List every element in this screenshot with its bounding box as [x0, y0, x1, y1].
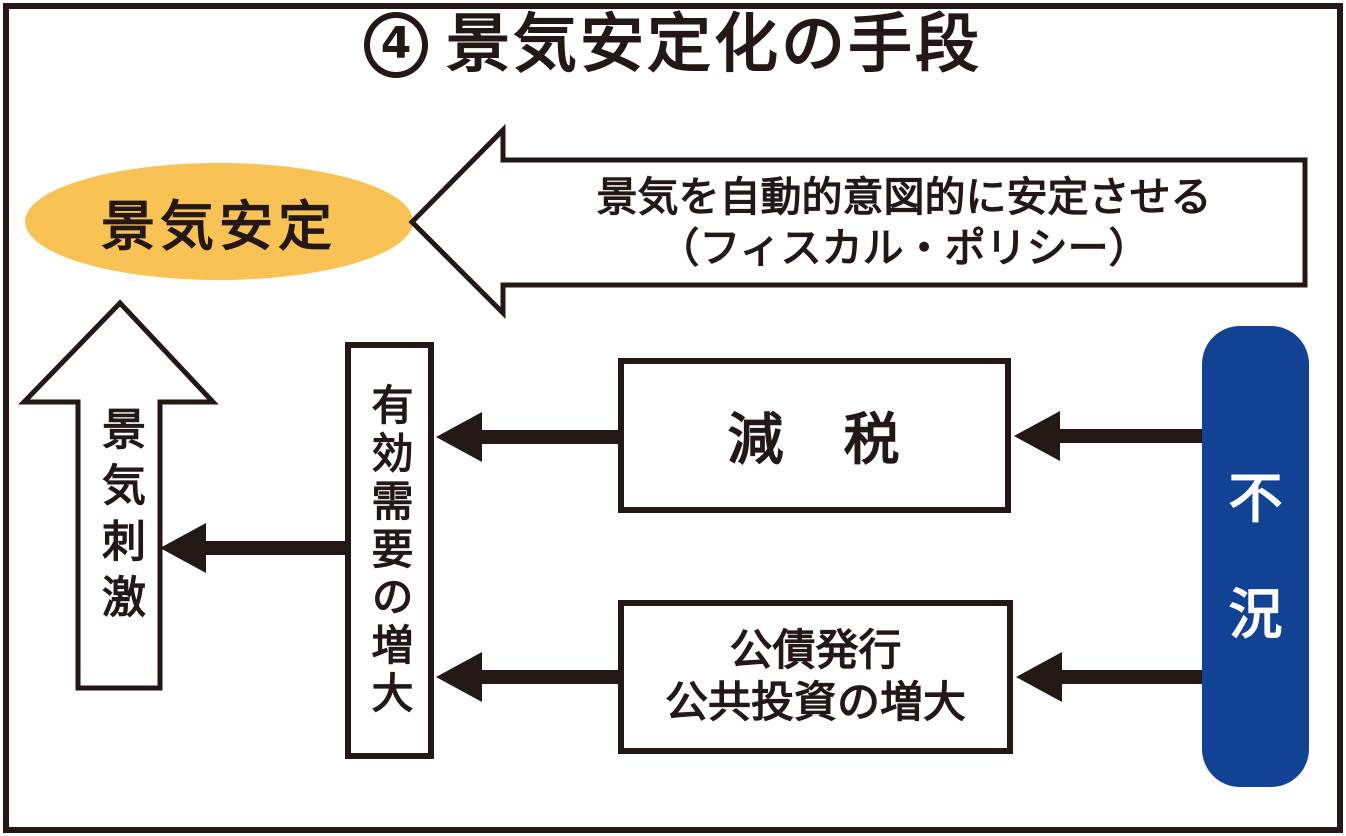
node-public-bonds-line2: 公共投資の増大 [665, 678, 966, 728]
arrow-bonds-to-demand [436, 652, 618, 702]
arrow-demand-to-stimulus [160, 523, 345, 573]
circled-number-icon: 4 [364, 12, 428, 78]
node-public-bonds: 公債発行 公共投資の増大 [618, 600, 1013, 754]
node-tax-cut: 減 税 [618, 358, 1011, 513]
arrow-recession-to-bonds [1016, 652, 1202, 702]
title-number: 4 [380, 18, 412, 69]
arrow-taxcut-to-demand [436, 412, 618, 462]
node-stimulus-label: 景気刺激 [94, 406, 145, 630]
node-tax-cut-label: 減 税 [727, 408, 902, 473]
stimulus-up-arrow-shape [18, 299, 219, 691]
node-stimulus: 景気刺激 [78, 402, 160, 688]
node-recession: 不 況 [1202, 326, 1309, 787]
page-title: 4 景気安定化の手段 [0, 12, 1346, 78]
arrow-recession-to-taxcut [1014, 411, 1202, 461]
policy-arrow-line2: （フィスカル・ポリシー） [658, 223, 1150, 272]
policy-arrow-text: 景気を自動的意図的に安定させる （フィスカル・ポリシー） [503, 160, 1305, 285]
policy-arrow-line1: 景気を自動的意図的に安定させる [596, 173, 1212, 222]
node-economic-stability-label: 景気安定 [101, 195, 337, 258]
node-economic-stability: 景気安定 [25, 163, 413, 280]
policy-left-arrow-shape [408, 123, 1308, 320]
node-recession-char-1: 不 [1228, 466, 1283, 530]
node-effective-demand-label: 有効需要の増大 [365, 382, 414, 719]
node-recession-char-2: 況 [1228, 582, 1283, 646]
node-effective-demand: 有効需要の増大 [345, 342, 434, 759]
node-public-bonds-line1: 公債発行 [729, 625, 902, 676]
title-text: 景気安定化の手段 [446, 8, 982, 82]
